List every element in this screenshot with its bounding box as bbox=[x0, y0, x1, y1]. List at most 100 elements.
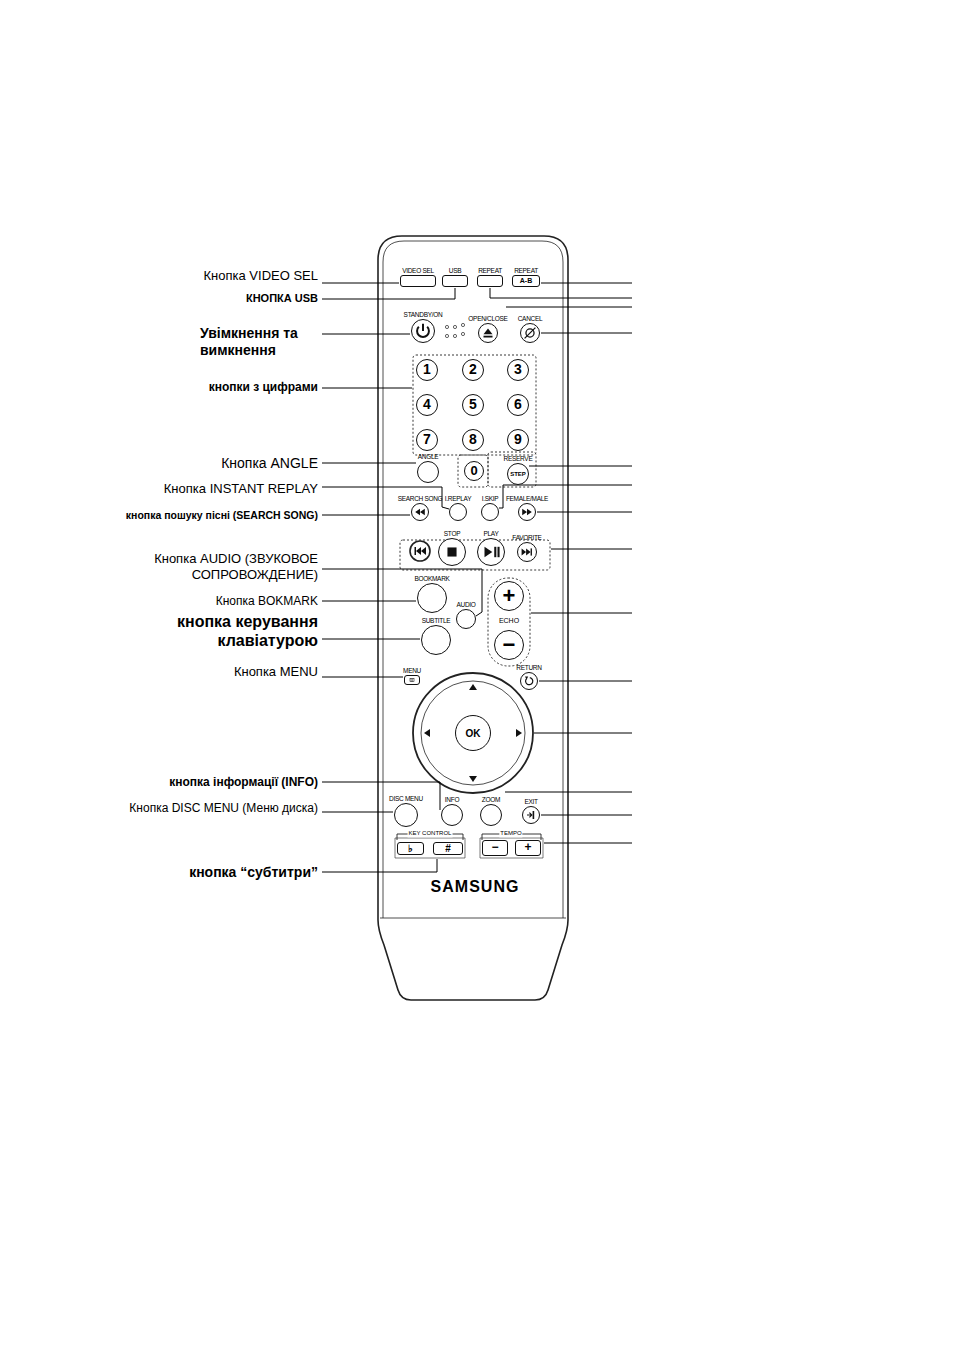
callout-label: Кнопка BOKMARK bbox=[216, 594, 318, 608]
callout-label: КНОПКА USB bbox=[246, 292, 318, 305]
round-button: 5 bbox=[462, 394, 484, 416]
rew-icon bbox=[412, 504, 428, 520]
button-label: ZOOM bbox=[482, 796, 500, 803]
round-button: RETURN bbox=[520, 672, 538, 690]
leader-line bbox=[322, 283, 632, 872]
button-label: STOP bbox=[444, 530, 460, 537]
button-label: VIDEO SEL bbox=[402, 267, 434, 274]
prev-button bbox=[410, 541, 430, 561]
round-button: PLAY bbox=[477, 538, 505, 566]
callout-label: Кнопка VIDEO SEL bbox=[204, 268, 318, 284]
cancel-icon bbox=[521, 324, 539, 342]
remote-rim bbox=[383, 241, 563, 918]
round-button: ZOOM bbox=[480, 804, 502, 826]
button-label: I.REPLAY bbox=[445, 495, 471, 502]
button-label: I.SKIP bbox=[482, 495, 499, 502]
menu-icon bbox=[405, 676, 419, 684]
round-button: DISC MENU bbox=[394, 803, 418, 827]
button-caption: 3 bbox=[514, 362, 522, 377]
button-label: FAVORITE bbox=[512, 534, 541, 541]
callout-label: Кнопка INSTANT REPLAY bbox=[164, 481, 318, 497]
round-button: BOOKMARK bbox=[417, 583, 447, 613]
callout-label: Кнопка DISC MENU (Меню диска) bbox=[129, 801, 318, 815]
exit-icon bbox=[523, 807, 539, 823]
button-label: STANDBY/ON bbox=[404, 311, 443, 318]
round-button: OPEN/CLOSE bbox=[478, 323, 498, 343]
callout-label: кнопка пошуку пісні (SEARCH SONG) bbox=[126, 509, 318, 522]
button-caption: − bbox=[491, 841, 498, 854]
button-caption: 1 bbox=[423, 362, 431, 377]
rect-button: − bbox=[482, 840, 508, 856]
button-caption: 8 bbox=[469, 432, 477, 447]
round-button: I.REPLAY bbox=[449, 503, 467, 521]
button-label: DISC MENU bbox=[389, 795, 423, 802]
button-caption: A-B bbox=[520, 277, 532, 285]
button-label: FEMALE/MALE bbox=[506, 495, 548, 502]
button-label: BOOKMARK bbox=[414, 575, 449, 582]
callout-label: Кнопка AUDIO (ЗВУКОВОЕ СОПРОВОЖДЕНИЕ) bbox=[88, 551, 318, 582]
button-caption: + bbox=[524, 841, 531, 854]
round-button: − bbox=[494, 630, 524, 660]
button-caption: STEP bbox=[510, 471, 526, 478]
rect-button: USB bbox=[442, 275, 468, 287]
callout-label: Кнопка MENU bbox=[234, 664, 318, 680]
round-button: 0 bbox=[464, 461, 484, 481]
button-label: CANCEL bbox=[518, 315, 543, 322]
button-label: PLAY bbox=[484, 530, 499, 537]
callout-label: Увімкнення та вимкнення bbox=[200, 325, 318, 359]
round-button: EXIT bbox=[522, 806, 540, 824]
round-button: OK bbox=[455, 715, 491, 751]
button-label: REPEAT bbox=[514, 267, 538, 274]
callout-label: Кнопка ANGLE bbox=[221, 455, 318, 472]
button-caption: + bbox=[503, 584, 516, 608]
round-button: 1 bbox=[416, 359, 438, 381]
button-label: SUBTITLE bbox=[422, 617, 451, 624]
button-label: USB bbox=[449, 267, 461, 274]
next-icon bbox=[518, 543, 536, 561]
rect-button: REPEAT bbox=[477, 275, 503, 287]
rect-button: MENU bbox=[404, 675, 420, 685]
button-caption: ♭ bbox=[408, 843, 413, 854]
play-icon bbox=[478, 539, 504, 565]
rect-button: ♭ bbox=[397, 842, 424, 855]
round-button: SUBTITLE bbox=[421, 625, 451, 655]
callout-label: кнопка “субтитри” bbox=[189, 864, 318, 881]
remote-print: SAMSUNG bbox=[430, 877, 521, 896]
rect-button: # bbox=[433, 842, 463, 855]
rect-button: + bbox=[515, 840, 541, 856]
round-button: CANCEL bbox=[520, 323, 540, 343]
remote-print: TEMPO bbox=[499, 830, 522, 837]
button-caption: 4 bbox=[423, 397, 431, 412]
button-label: SEARCH SONG bbox=[398, 495, 443, 502]
round-button: I.SKIP bbox=[481, 503, 499, 521]
ret-icon bbox=[521, 673, 537, 689]
round-button: 2 bbox=[462, 359, 484, 381]
round-button: 3 bbox=[507, 359, 529, 381]
eject-icon bbox=[479, 324, 497, 342]
callout-label: кнопка керування клавіатурою bbox=[143, 612, 318, 650]
round-button: 9 bbox=[507, 429, 529, 451]
remote-print: KEY CONTROL bbox=[408, 830, 453, 837]
button-label: INFO bbox=[445, 796, 459, 803]
button-caption: 9 bbox=[514, 432, 522, 447]
round-button: INFO bbox=[441, 804, 463, 826]
round-button: FEMALE/MALE bbox=[518, 503, 536, 521]
round-button: 7 bbox=[416, 429, 438, 451]
button-label: EXIT bbox=[524, 798, 537, 805]
button-caption: # bbox=[445, 843, 451, 854]
button-group-outline bbox=[400, 355, 550, 666]
button-label: ANGLE bbox=[418, 453, 439, 460]
button-caption: 5 bbox=[469, 397, 477, 412]
button-caption: 0 bbox=[470, 464, 477, 478]
rect-button: REPEATA-B bbox=[512, 275, 540, 287]
round-button: FAVORITE bbox=[517, 542, 537, 562]
button-caption: 7 bbox=[423, 432, 431, 447]
round-button: 6 bbox=[507, 394, 529, 416]
indicator-dots bbox=[445, 323, 464, 337]
remote-seam bbox=[380, 918, 566, 919]
button-label: MENU bbox=[403, 667, 421, 674]
button-caption: 6 bbox=[514, 397, 522, 412]
button-caption: OK bbox=[466, 728, 481, 739]
round-button: ANGLE bbox=[417, 461, 439, 483]
